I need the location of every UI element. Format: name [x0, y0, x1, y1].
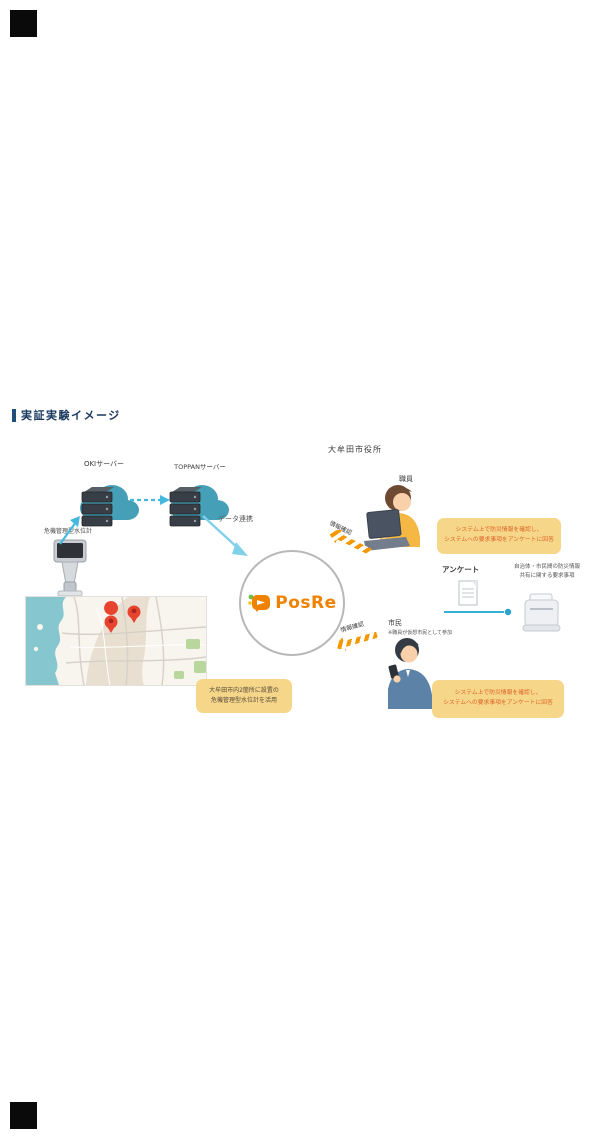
map-callout: 大牟田市内2箇所に設置の 危機管理型水位計を活用: [196, 679, 292, 713]
server-stack-icon: [169, 487, 202, 527]
citizen-info-arrow: [331, 628, 379, 654]
staff-callout: システム上で防災情報を確認し、 システムへの要求事項をアンケートに回答: [437, 518, 561, 554]
survey-paper-icon: [458, 580, 478, 606]
corner-mark-top-left: [10, 10, 37, 37]
citizen-note: ※職員が仮想市民として参加: [388, 630, 453, 636]
staff-label: 職員: [399, 475, 413, 483]
cloud1-label: OKIサーバー: [83, 460, 125, 468]
staff-person-illustration: [364, 485, 420, 551]
arrow-cloud-to-cloud: [130, 495, 170, 505]
citizen-callout-line2: システムへの要求事項をアンケートに回答: [443, 700, 553, 706]
cityhall-title: 大牟田市役所: [328, 445, 382, 454]
map-callout-line2: 危機管理型水位計を活用: [210, 697, 277, 704]
data-link-label: データ連携: [218, 515, 253, 523]
posre-hub: PosRe: [239, 550, 345, 656]
posre-logo-text: PosRe: [275, 593, 337, 613]
server-stack-icon: [81, 487, 114, 527]
staff-callout-line1: システム上で防災情報を確認し、: [455, 527, 543, 534]
survey-note-line2: 共有に関する要求事項: [519, 572, 575, 579]
map-pin-icons: [104, 601, 141, 633]
printer-device-icon: [522, 593, 561, 632]
survey-note: 自治体・市民間の防災情報 共有に関する要求事項: [496, 563, 598, 581]
map-image: [25, 596, 207, 686]
citizen-label: 市民: [388, 619, 402, 627]
survey-flow-line: [444, 608, 512, 616]
water-level-sensor-icon: [53, 539, 87, 597]
survey-label: アンケート: [442, 565, 480, 574]
arrow-sensor-to-cloud: [59, 516, 80, 545]
staff-callout-line2: システムへの要求事項をアンケートに回答: [444, 537, 554, 543]
citizen-person-illustration: [388, 638, 432, 709]
section-title: 実証実験イメージ: [12, 407, 121, 423]
cloud2-label: TOPPANサーバー: [174, 463, 226, 471]
arrow-cloud-to-posre: [202, 515, 248, 556]
title-accent-bar: [12, 408, 16, 422]
map-callout-line1: 大牟田市内2箇所に設置の: [209, 686, 279, 694]
citizen-callout-line1: システム上で防災情報を確認し、: [454, 690, 542, 697]
citizen-arrow-label: 情報確認: [339, 620, 365, 635]
section-title-text: 実証実験イメージ: [21, 409, 121, 422]
survey-note-line1: 自治体・市民間の防災情報: [513, 564, 580, 570]
posre-logo-icon: [248, 594, 271, 612]
corner-mark-bottom-left: [10, 1102, 37, 1129]
citizen-callout: システム上で防災情報を確認し、 システムへの要求事項をアンケートに回答: [432, 680, 564, 718]
